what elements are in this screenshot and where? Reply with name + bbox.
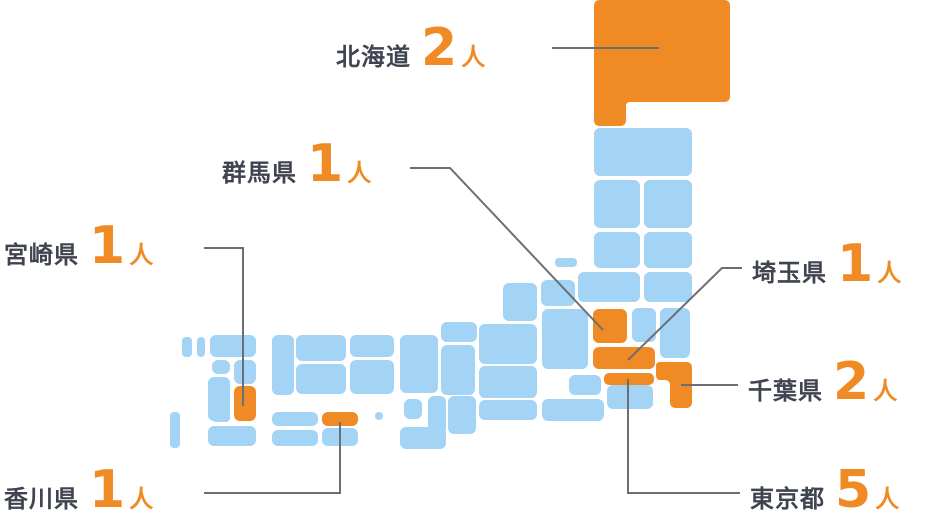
chiba-block <box>656 362 692 408</box>
callout-chiba-pref: 千葉県 <box>748 377 823 405</box>
hyogo-block <box>400 335 438 393</box>
iwate-block <box>644 180 692 228</box>
fukui-block <box>441 322 477 342</box>
saitama-block <box>593 347 655 369</box>
niigata-block <box>578 272 640 302</box>
aomori-block <box>594 128 692 176</box>
hokkaido-block <box>594 0 730 126</box>
tokyo-leader <box>627 379 740 494</box>
miyazaki-leader <box>204 247 244 406</box>
awaji-block <box>404 399 422 419</box>
callout-tokyo-pref: 東京都 <box>750 485 825 513</box>
callout-hokkaido-count: 2 <box>421 18 458 78</box>
shizuoka-block <box>542 399 604 421</box>
callout-saitama-unit: 人 <box>877 259 902 287</box>
callout-hokkaido-pref: 北海道 <box>336 43 411 71</box>
aichi-block <box>479 366 537 398</box>
callout-miyazaki: 宮崎県 1 人 <box>4 220 153 272</box>
ishikawa-block <box>503 283 537 321</box>
yamanashi-block <box>569 375 601 395</box>
callout-kagawa-pref: 香川県 <box>4 485 79 513</box>
ibaraki-block <box>660 308 690 358</box>
kagawa-leader <box>204 422 341 494</box>
yamagata-block <box>594 232 640 268</box>
callout-tokyo: 東京都 5 人 <box>750 464 899 516</box>
callout-kagawa-count: 1 <box>89 460 126 520</box>
ehime-block <box>272 412 318 426</box>
osaka-block <box>428 396 446 434</box>
fukushima-block <box>644 272 692 302</box>
iki-block <box>197 337 205 357</box>
callout-miyazaki-count: 1 <box>89 216 126 276</box>
saitama-leader <box>627 267 742 361</box>
miyagi-block <box>644 232 692 268</box>
callout-chiba: 千葉県 2 人 <box>748 356 897 408</box>
shimane-block <box>296 335 346 361</box>
okinawa-block <box>170 412 180 448</box>
leader-lines <box>204 47 742 494</box>
callout-kagawa-unit: 人 <box>129 485 154 513</box>
tottori-block <box>350 335 394 357</box>
fukuoka-block <box>210 335 256 357</box>
hiroshima-block <box>296 364 346 394</box>
gifu-block <box>479 324 537 364</box>
callout-miyazaki-pref: 宮崎県 <box>4 241 79 269</box>
kagoshima-block <box>208 426 256 446</box>
callout-gunma-unit: 人 <box>347 159 372 187</box>
callout-gunma: 群馬県 1 人 <box>222 138 371 190</box>
okayama-block <box>350 360 394 394</box>
toyama-block <box>541 280 575 306</box>
callout-tokyo-count: 5 <box>835 460 872 520</box>
callout-chiba-count: 2 <box>833 352 870 412</box>
kochi-block <box>272 430 318 446</box>
callout-saitama-pref: 埼玉県 <box>752 259 827 287</box>
sado-block <box>555 258 577 267</box>
tochigi-block <box>632 308 656 342</box>
miyazaki-block <box>234 386 256 421</box>
callout-saitama-count: 1 <box>837 234 874 294</box>
callout-gunma-count: 1 <box>307 134 344 194</box>
callout-tokyo-unit: 人 <box>875 485 900 513</box>
kagawa-block <box>322 412 358 426</box>
map-blocks <box>170 128 692 449</box>
gunma-leader <box>410 167 604 331</box>
callout-kagawa: 香川県 1 人 <box>4 464 153 516</box>
callout-miyazaki-unit: 人 <box>129 241 154 269</box>
mie-block <box>479 400 537 420</box>
callout-hokkaido-unit: 人 <box>461 43 486 71</box>
wakayama-block <box>400 427 446 449</box>
shiga-block <box>453 348 473 390</box>
yamaguchi-block <box>272 335 294 395</box>
kumamoto-block <box>212 410 230 422</box>
tsushima-block <box>182 337 192 357</box>
callout-saitama: 埼玉県 1 人 <box>752 238 901 290</box>
kanagawa-block <box>607 385 653 409</box>
callout-chiba-unit: 人 <box>873 377 898 405</box>
nagano-block <box>542 309 588 369</box>
oita-block <box>234 360 256 384</box>
small-island-block <box>375 412 383 420</box>
akita-block <box>594 180 640 228</box>
callout-gunma-pref: 群馬県 <box>222 159 297 187</box>
nara-block <box>448 396 476 434</box>
highlighted-prefectures <box>234 0 730 426</box>
saga-block <box>212 360 230 374</box>
gunma-block <box>593 309 627 343</box>
callout-hokkaido: 北海道 2 人 <box>336 22 485 74</box>
